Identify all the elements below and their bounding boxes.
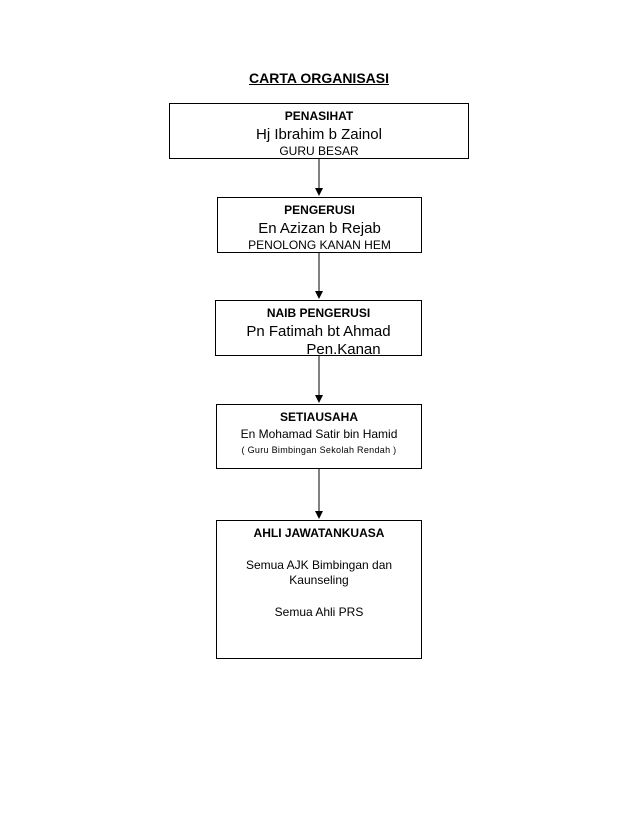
chart-title: CARTA ORGANISASI [0, 70, 638, 86]
penasihat-role: PENASIHAT [284, 109, 354, 123]
ajk-line-1: Semua AJK Bimbingan dan [245, 558, 393, 572]
box-pengerusi: PENGERUSI En Azizan b Rejab PENOLONG KAN… [217, 197, 422, 253]
ajk-line-2: Kaunseling [289, 573, 349, 587]
box-ahli-jawatankuasa: AHLI JAWATANKUASA Semua AJK Bimbingan da… [216, 520, 422, 659]
ajk-role: AHLI JAWATANKUASA [253, 526, 385, 540]
setiausaha-role: SETIAUSAHA [279, 410, 358, 424]
setiausaha-position: ( Guru Bimbingan Sekolah Rendah ) [241, 445, 397, 455]
chart-title-text: CARTA ORGANISASI [249, 70, 389, 86]
box-setiausaha: SETIAUSAHA En Mohamad Satir bin Hamid ( … [216, 404, 422, 469]
penasihat-position: GURU BESAR [279, 144, 359, 158]
ajk-line-3: Semua Ahli PRS [274, 605, 364, 619]
naib-pengerusi-name: Pn Fatimah bt Ahmad [246, 323, 391, 340]
box-penasihat: PENASIHAT Hj Ibrahim b Zainol GURU BESAR [169, 103, 469, 159]
penasihat-name: Hj Ibrahim b Zainol [256, 126, 382, 143]
pengerusi-role: PENGERUSI [284, 203, 355, 217]
naib-pengerusi-role: NAIB PENGERUSI [266, 306, 371, 320]
pengerusi-position: PENOLONG KANAN HEM [248, 238, 391, 252]
pengerusi-name: En Azizan b Rejab [258, 220, 381, 237]
naib-pengerusi-position: Pen.Kanan [306, 341, 381, 358]
setiausaha-name: En Mohamad Satir bin Hamid [240, 427, 398, 441]
box-naib-pengerusi: NAIB PENGERUSI Pn Fatimah bt Ahmad Pen.K… [215, 300, 422, 358]
